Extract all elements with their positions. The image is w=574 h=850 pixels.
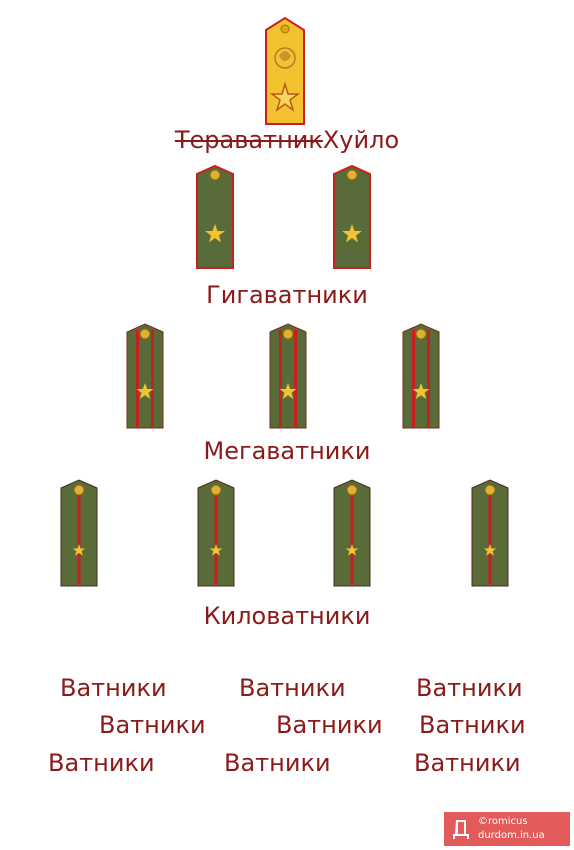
vatniki-label: Ватники	[239, 674, 346, 702]
vatniki-label: Ватники	[416, 674, 523, 702]
vatniki-label: Ватники	[99, 711, 206, 739]
kilo-tier-label: Киловатники	[203, 602, 371, 630]
marshal-shoulder-strap-icon	[264, 16, 306, 126]
lieutenant-shoulder-strap-icon	[197, 478, 235, 588]
vatniki-label: Ватники	[419, 711, 526, 739]
vatniki-label: Ватники	[224, 749, 331, 777]
durdom-logo-icon	[453, 820, 469, 839]
lieutenant-shoulder-strap-icon	[333, 478, 371, 588]
lieutenant-shoulder-strap-icon	[60, 478, 98, 588]
colonel-shoulder-strap-icon	[402, 322, 440, 430]
general-shoulder-strap-icon	[332, 164, 372, 270]
struck-tier-name: Тераватник	[174, 126, 323, 154]
general-shoulder-strap-icon	[195, 164, 235, 270]
top-tier-label: ТераватникХуйло	[0, 126, 574, 154]
colonel-shoulder-strap-icon	[269, 322, 307, 430]
vatniki-label: Ватники	[414, 749, 521, 777]
vatniki-label: Ватники	[48, 749, 155, 777]
watermark-author: ©romicus	[478, 816, 528, 827]
colonel-shoulder-strap-icon	[126, 322, 164, 430]
watermark-badge: ©romicus durdom.in.ua	[444, 812, 570, 846]
vatniki-label: Ватники	[60, 674, 167, 702]
top-tier-name: Хуйло	[322, 126, 400, 154]
lieutenant-shoulder-strap-icon	[471, 478, 509, 588]
watermark-site: durdom.in.ua	[478, 830, 545, 841]
giga-tier-label: Гигаватники	[206, 281, 368, 309]
mega-tier-label: Мегаватники	[203, 437, 371, 465]
vatniki-label: Ватники	[276, 711, 383, 739]
